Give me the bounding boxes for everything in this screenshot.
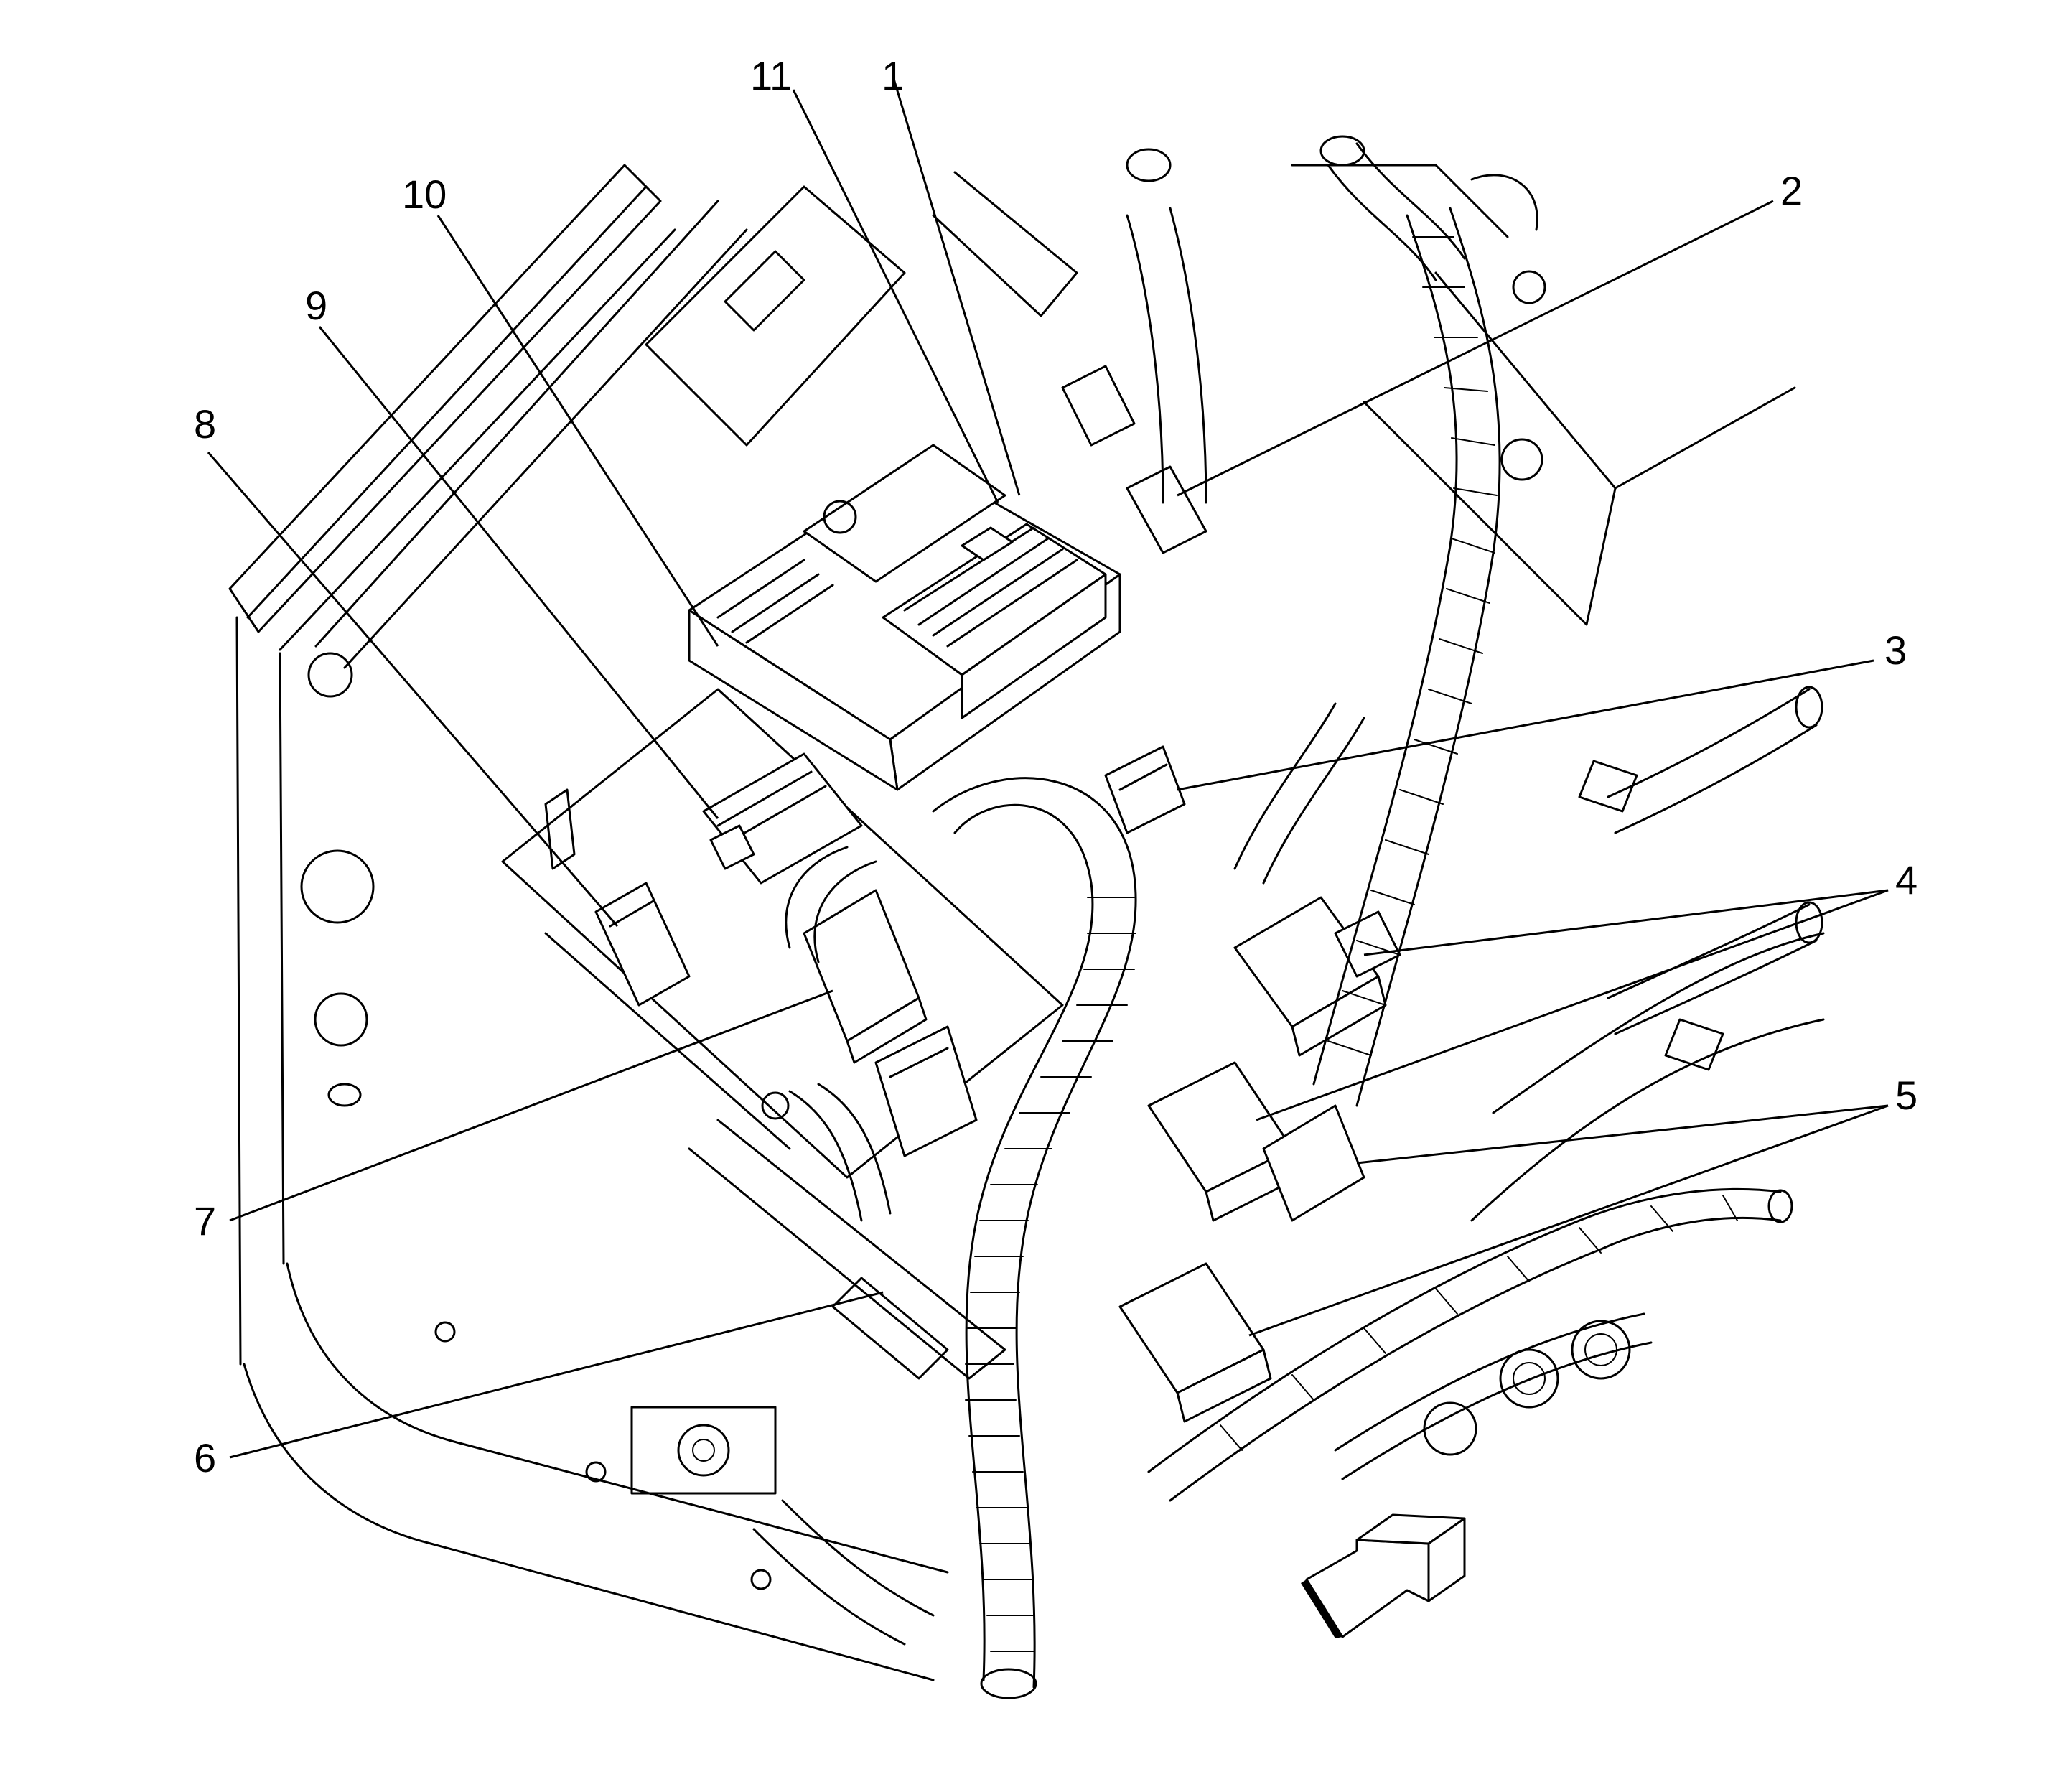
- connector-8: [544, 788, 691, 1007]
- leader-5a: [1356, 1104, 1889, 1165]
- callout-labels: 1 2 3 4 5 6 7 8 9 10 11: [194, 53, 1917, 1480]
- callout-2: 2: [1780, 168, 1803, 213]
- callout-9: 9: [305, 283, 327, 328]
- callout-10: 10: [402, 172, 447, 217]
- leader-8: [207, 452, 619, 927]
- callout-6: 6: [194, 1435, 216, 1480]
- control-module: [688, 444, 1121, 791]
- wiring-harness: [752, 135, 1793, 1699]
- outer-frame: [228, 164, 949, 1681]
- callout-8: 8: [194, 401, 216, 447]
- leader-4b: [1256, 889, 1889, 1121]
- leader-lines: [207, 78, 1889, 1459]
- callout-11: 11: [750, 53, 792, 98]
- leader-3: [1177, 659, 1874, 791]
- leader-2: [1177, 200, 1774, 497]
- leader-9: [318, 326, 719, 819]
- leader-11: [792, 89, 999, 503]
- leader-10: [436, 215, 719, 647]
- leader-1: [892, 78, 1021, 496]
- callout-5: 5: [1895, 1073, 1917, 1118]
- forward-arrow-icon: [1301, 1513, 1466, 1638]
- connectors-5: [1118, 1104, 1365, 1423]
- connector-2: [1061, 365, 1207, 554]
- callout-4: 4: [1895, 857, 1917, 902]
- right-tubes: [1470, 686, 1825, 1222]
- connector-7: [803, 889, 978, 1157]
- connector-9: [702, 752, 863, 885]
- leader-5b: [1248, 1104, 1889, 1337]
- connector-3: [1104, 745, 1186, 834]
- callout-1: 1: [882, 53, 904, 98]
- callout-3: 3: [1884, 627, 1907, 673]
- leader-4a: [1363, 889, 1889, 956]
- leader-7: [229, 989, 833, 1222]
- callout-7: 7: [194, 1198, 216, 1243]
- leader-6: [229, 1291, 884, 1459]
